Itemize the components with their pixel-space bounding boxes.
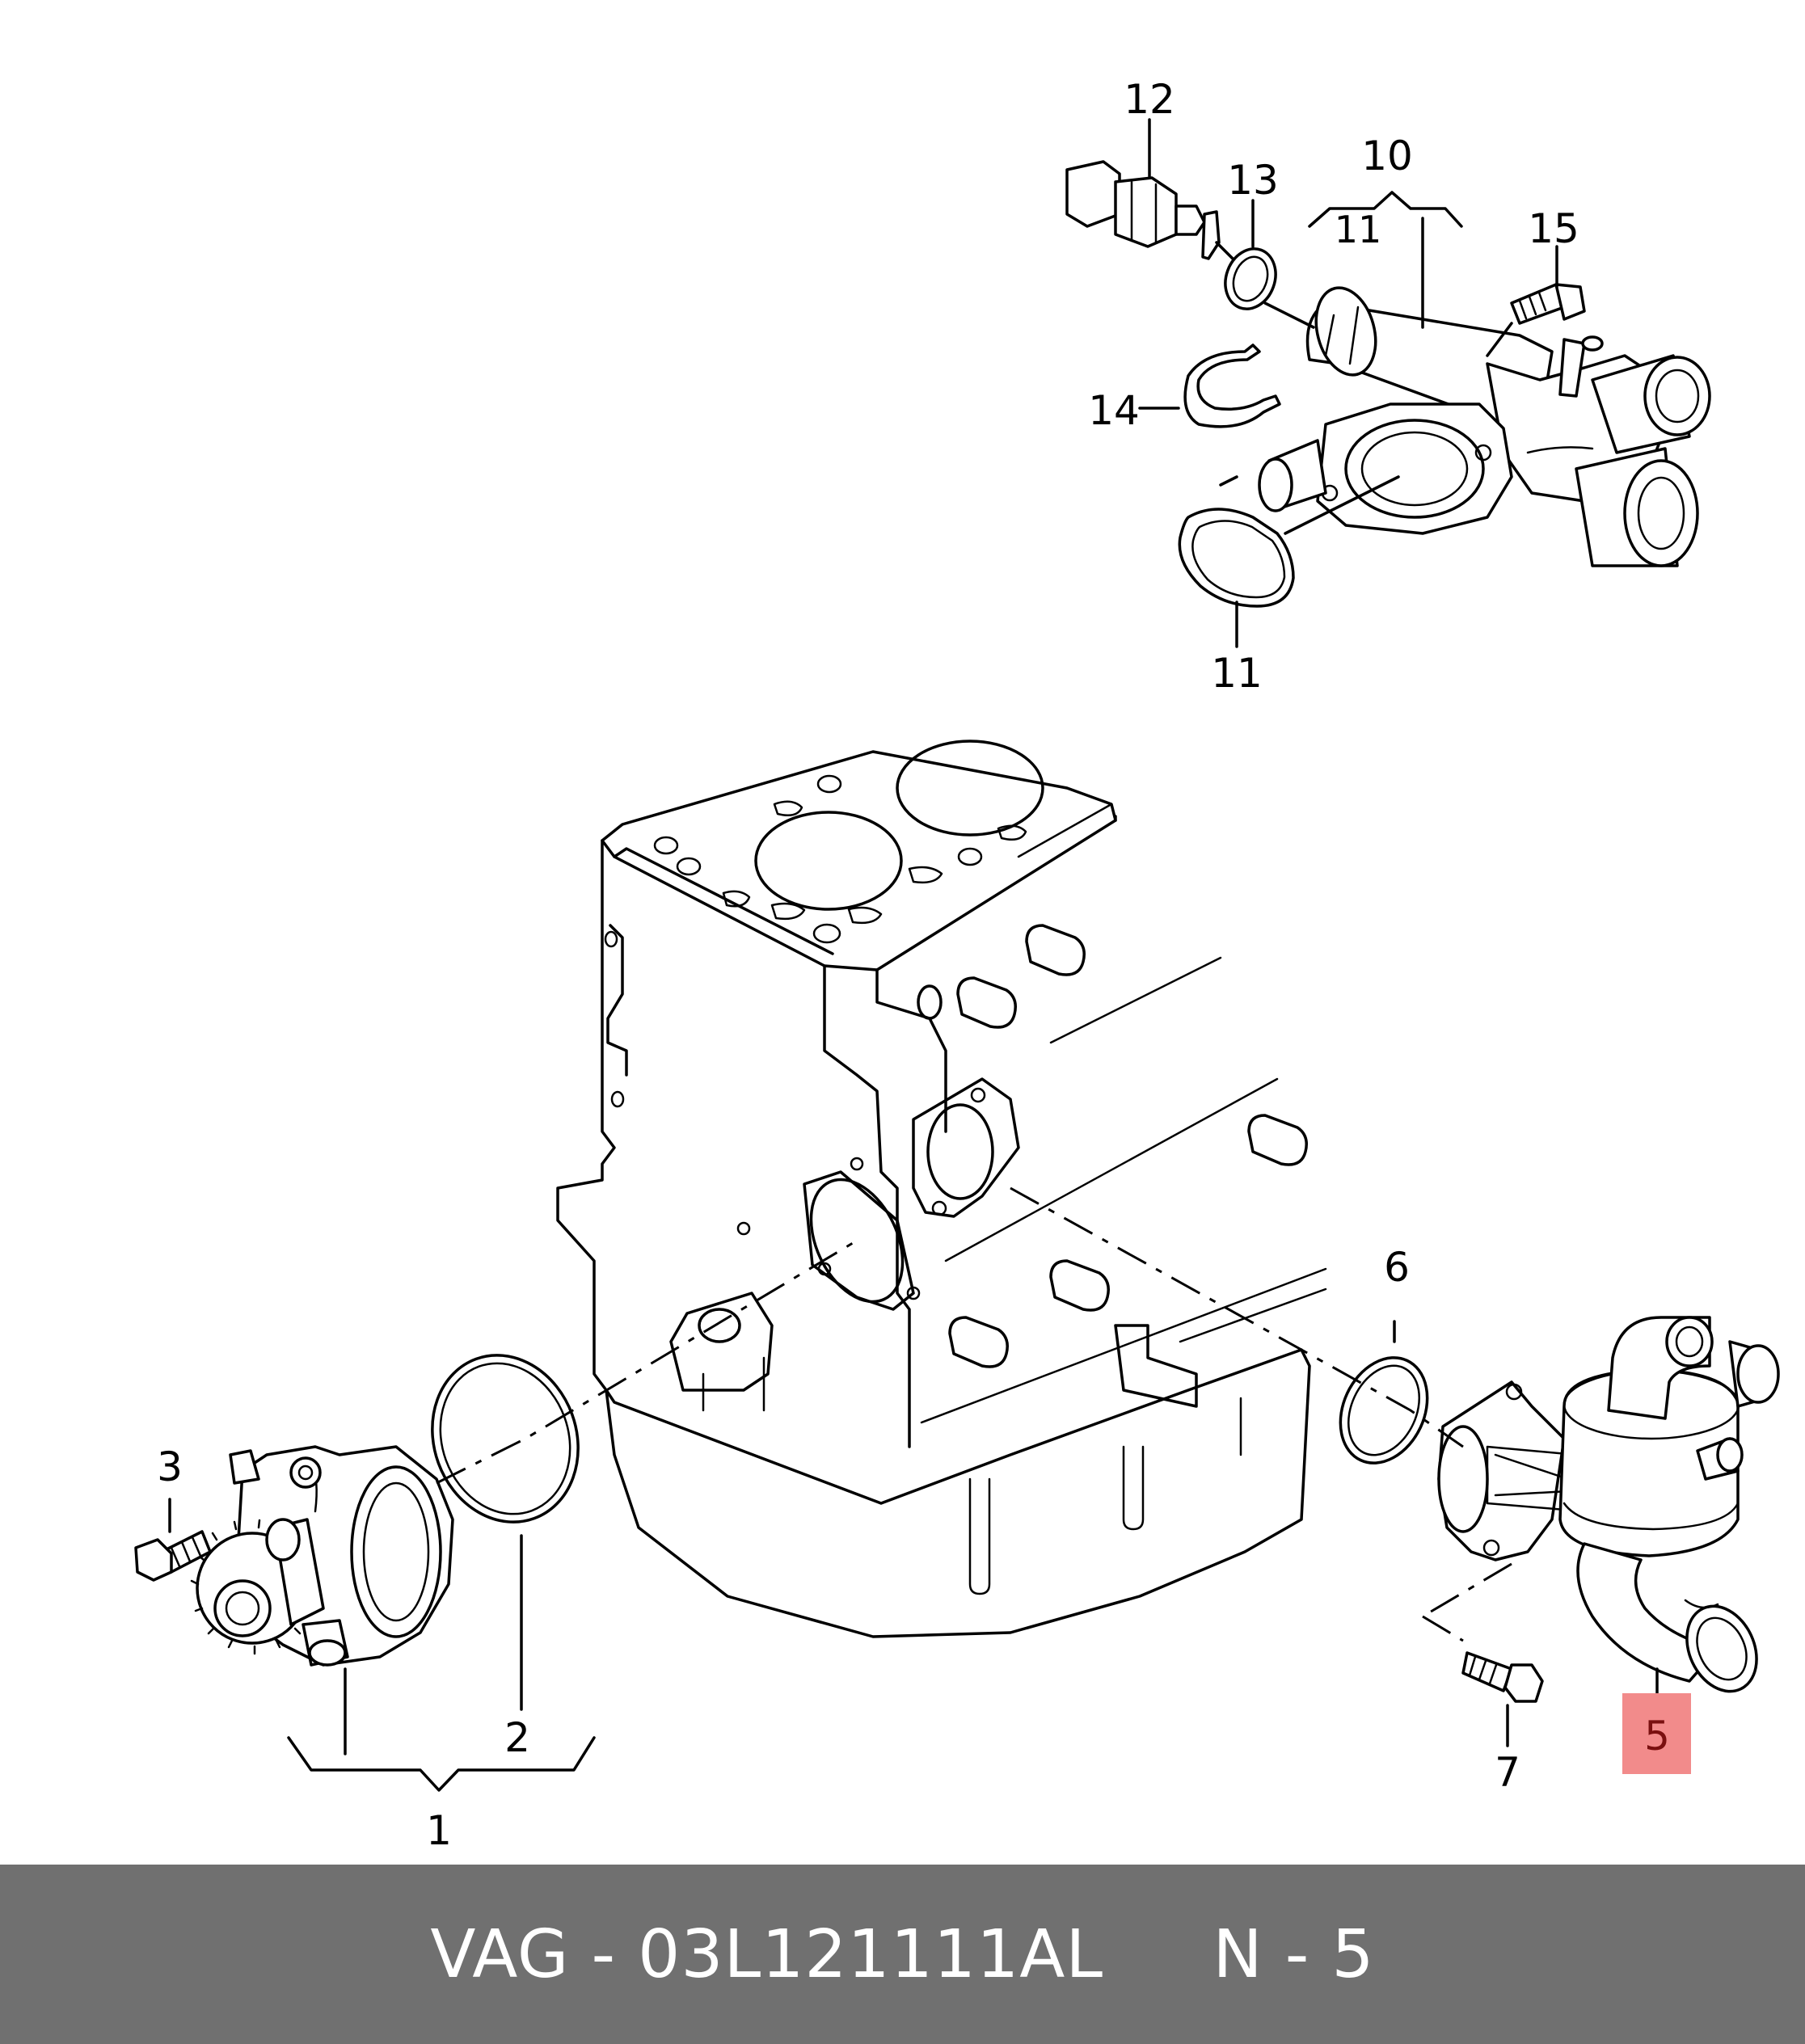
bolt-part-7 — [1461, 1651, 1544, 1703]
callout-5: 5 — [1644, 1713, 1670, 1760]
coolant-flange-assembly — [1258, 286, 1711, 567]
o-ring-part-13 — [1224, 247, 1277, 310]
footer-bar: VAG - 03L121111AL N - 5 — [0, 1865, 1805, 2044]
parts-diagram: 12 13 10 11 15 14 11 3 2 1 6 7 5 — [134, 76, 1780, 1854]
callout-10: 10 — [1361, 133, 1413, 179]
clip-part-14 — [1183, 343, 1281, 428]
callout-7: 7 — [1495, 1749, 1520, 1796]
callout-14: 14 — [1088, 387, 1140, 434]
o-ring-part-13-inner — [1232, 255, 1269, 302]
water-pump-part-1 — [190, 1445, 454, 1667]
callout-12: 12 — [1124, 76, 1175, 123]
thermostat-housing-part-5 — [1437, 1316, 1780, 1693]
callout-15: 15 — [1528, 205, 1579, 252]
bolt-part-15 — [1510, 283, 1586, 325]
callout-1: 1 — [426, 1807, 452, 1854]
callout-11: 11 — [1211, 650, 1263, 697]
callout-13: 13 — [1227, 157, 1279, 204]
leader-lines — [168, 118, 1659, 1792]
o-ring-part-2 — [431, 1354, 580, 1524]
o-ring-part-6 — [1339, 1356, 1429, 1465]
callout-3: 3 — [157, 1443, 183, 1490]
callout-labels: 12 13 10 11 15 14 11 3 2 1 6 7 5 — [157, 76, 1691, 1854]
bolt-part-3 — [134, 1530, 212, 1582]
gasket-part-11-inner — [1191, 520, 1286, 599]
callout-2: 2 — [504, 1714, 530, 1761]
highlight-box — [1622, 1693, 1691, 1774]
gasket-part-11 — [1178, 508, 1295, 608]
engine-block — [556, 740, 1327, 1638]
o-ring-part-6-inner — [1347, 1364, 1421, 1456]
callout-6: 6 — [1384, 1244, 1410, 1291]
temperature-sender-part-12 — [1065, 160, 1221, 260]
callout-10-sub-11: 11 — [1335, 208, 1382, 251]
o-ring-part-2-inner — [439, 1362, 571, 1515]
part-number-caption: VAG - 03L121111AL N - 5 — [430, 1915, 1375, 1993]
